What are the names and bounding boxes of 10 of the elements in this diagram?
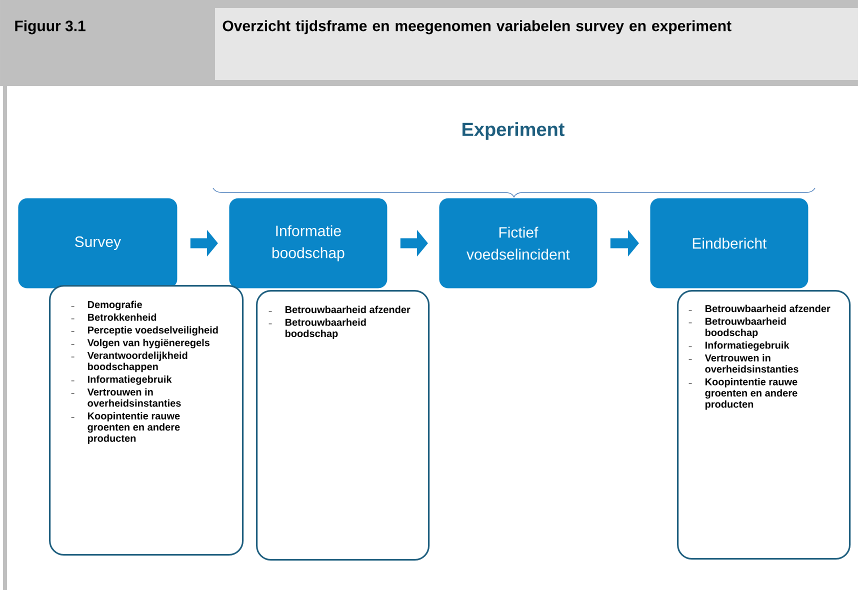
variable-list-box: Demografie Betrokkenheid Perceptie voedselveiligheid Volgen van hygiëneregels Verantwoordelijkheid boodschappen Informatiegebruik Vertrouwen in overheidsinstanties Koopintentie rauwe groenten en andere producten bbox=[49, 285, 244, 556]
figure-number: Figuur 3.1 bbox=[15, 20, 86, 34]
step-box: Fictief voedselincident bbox=[439, 198, 598, 288]
variable-list-box: Betrouwbaarheid afzender Betrouwbaarheid boodschap Informatiegebruik Vertrouwen in overheidsinstanties Koopintentie rauwe groenten en andere producten bbox=[677, 290, 851, 560]
figure-title: Overzicht tijdsframe en meegenomen variabelen survey en experiment bbox=[222, 20, 732, 34]
step-box: Informatie boodschap bbox=[229, 198, 388, 288]
group-heading: Experiment bbox=[462, 122, 564, 140]
variable-list-box: Betrouwbaarheid afzender Betrouwbaarheid boodschap bbox=[256, 290, 430, 561]
step-box: Survey bbox=[18, 198, 178, 288]
step-box: Eindbericht bbox=[650, 198, 808, 288]
